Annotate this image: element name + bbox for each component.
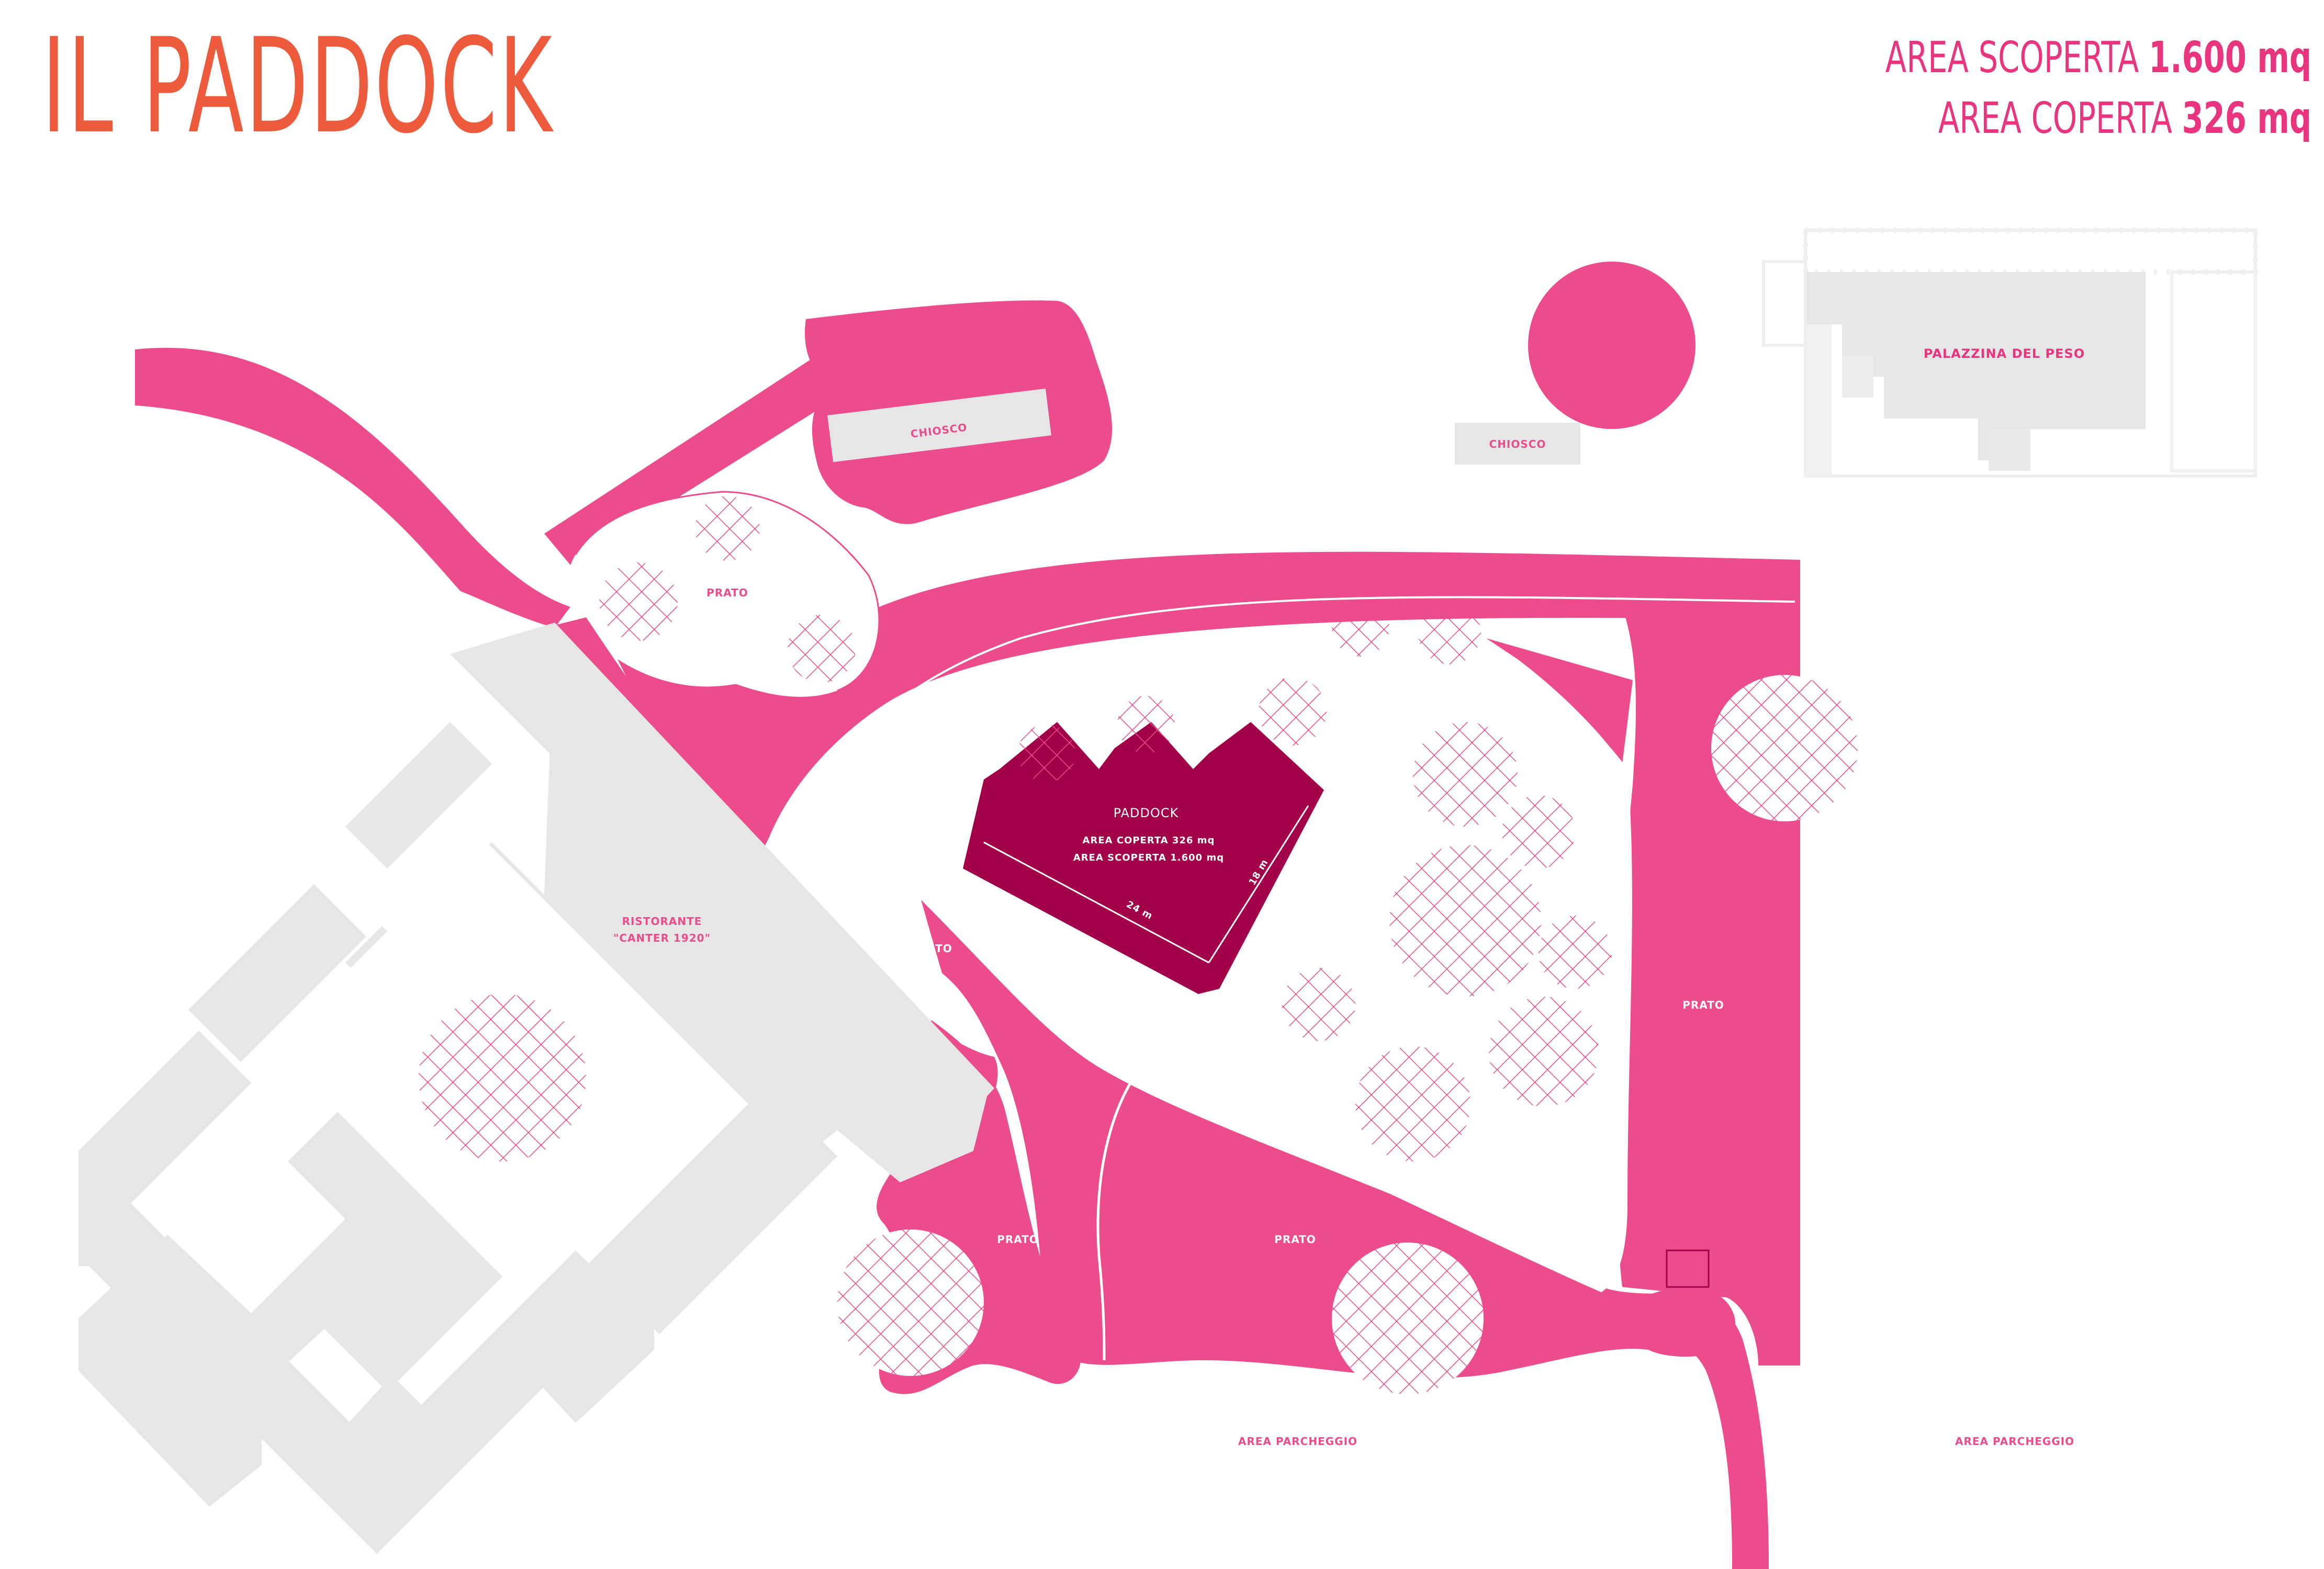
tree [695,496,760,561]
label-parcheggio-left: AREA PARCHEGGIO [1238,1435,1357,1448]
tree [419,994,586,1161]
stat-covered-value: 326 mq [2182,94,2311,143]
label-palazzina: PALAZZINA DEL PESO [1924,346,2085,361]
label-chiosco-right: CHIOSCO [1489,438,1546,450]
stat-covered-label: AREA COPERTA [1938,94,2172,143]
label-prato-right: PRATO [1682,999,1724,1011]
paddock-building [963,722,1324,994]
page-title: IL PADDOCK [42,10,554,162]
path-centerline-2 [1096,1066,1142,1361]
tree [837,1229,984,1376]
label-parcheggio-right: AREA PARCHEGGIO [1955,1435,2074,1448]
label-prato-bottom-left: PRATO [997,1233,1039,1246]
tree [1282,968,1355,1041]
stat-uncovered-label: AREA SCOPERTA [1885,33,2139,83]
restaurant-wings [78,623,994,1554]
tree [1018,725,1075,782]
tree [1389,845,1541,997]
tree [1332,599,1389,657]
label-ristorante-2: "CANTER 1920" [613,932,711,944]
paddock-name: PADDOCK [1114,806,1179,820]
tree [1656,683,1714,740]
tree [1711,675,1858,821]
stat-uncovered-value: 1.600 mq [2148,33,2311,83]
tree [1413,722,1518,827]
tree [1418,602,1481,664]
tree [1502,795,1575,868]
stat-covered: AREA COPERTA 326 mq [1885,97,2311,140]
path-centerline [784,596,1795,848]
chiosco-right-building [1455,423,1580,465]
label-prato-center: PRATO [911,942,952,955]
trees [419,496,1858,1394]
paddock-covered: AREA COPERTA 326 mq [1083,835,1215,846]
label-prato-top: PRATO [706,586,748,599]
paddock-uncovered: AREA SCOPERTA 1.600 mq [1073,852,1224,863]
label-prato-bottom-center: PRATO [1274,1233,1316,1246]
round-lawn [1528,262,1696,429]
utility-box [1666,1249,1710,1288]
paddock-dim-depth [1208,805,1309,963]
chiosco-left-building [827,388,1051,462]
stat-uncovered: AREA SCOPERTA 1.600 mq [1885,37,2311,80]
label-ristorante-1: RISTORANTE [622,915,702,928]
area-stats: AREA SCOPERTA 1.600 mq AREA COPERTA 326 … [1720,37,2311,158]
tree [1489,997,1599,1107]
tree [599,562,678,641]
tree [788,615,856,683]
tree [1682,1049,1792,1159]
palazzina-building [1762,228,2258,478]
tree [1332,1243,1484,1394]
tree [1117,696,1175,753]
garden-top-outline [575,491,880,692]
tree [1539,916,1612,989]
tree [1355,1046,1470,1161]
tree [1259,678,1327,746]
paddock-dim-width [983,841,1209,964]
